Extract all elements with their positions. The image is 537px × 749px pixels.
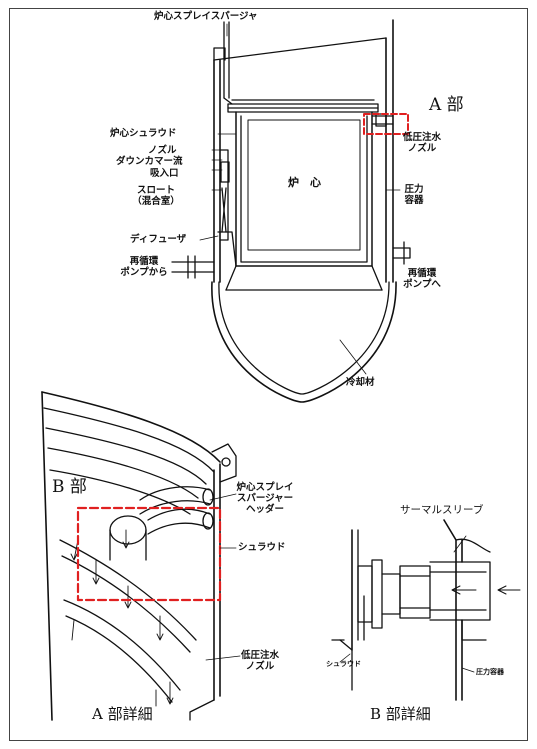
label-nozzle: ノズル (148, 145, 177, 156)
label-core-spray-sparger: 炉心スプレイスパージャ (154, 11, 258, 22)
caption-detail-b: B 部詳細 (370, 705, 431, 723)
label-lpci-nozzle-top: 低圧注水 ノズル (402, 132, 441, 154)
section-b-highlight (76, 506, 222, 602)
reactor-vessel (211, 19, 397, 403)
label-core: 炉 心 (288, 176, 321, 189)
label-pressure-vessel: 圧力 容器 (404, 184, 424, 206)
label-lpci-nozzle-bottom: 低圧注水 ノズル (240, 650, 279, 672)
label-core-shroud: 炉心シュラウド (110, 128, 177, 139)
label-suction-inlet: 吸入口 (150, 168, 179, 179)
label-throat: スロート （混合室） (132, 185, 180, 207)
label-from-recirc-pump: 再循環 ポンプから (120, 256, 168, 278)
caption-detail-a: A 部詳細 (92, 705, 153, 723)
label-coolant: 冷却材 (346, 377, 375, 388)
label-diffuser: ディフューザ (130, 234, 187, 245)
label-to-recirc-pump: 再循環 ポンプへ (403, 268, 441, 290)
label-shroud-a: シュラウド (238, 542, 286, 553)
label-section-b: B 部 (52, 477, 87, 497)
section-a-highlight (363, 113, 409, 135)
leader-lines-top (199, 23, 401, 375)
label-core-spray-sparger-header: 炉心スプレイ スパージャー ヘッダー (236, 482, 294, 515)
leader-lines-a (205, 493, 241, 661)
section-b-detail (331, 519, 521, 701)
figure-frame (9, 8, 528, 741)
leader-lines-b (339, 535, 475, 673)
label-section-a: A 部 (429, 95, 464, 115)
lpci-nozzle-top (371, 113, 394, 127)
jet-pump (171, 149, 411, 279)
label-shroud-b: シュラウド (326, 660, 361, 668)
label-thermal-sleeve: サーマルスリーブ (400, 504, 484, 516)
section-a-detail (41, 391, 237, 721)
label-downcomer-flow: ダウンカマー流 (116, 156, 183, 167)
core-spray-sparger-pipe (223, 21, 233, 105)
label-pressure-vessel-b: 圧力容器 (476, 668, 504, 676)
core-shroud (225, 99, 383, 291)
